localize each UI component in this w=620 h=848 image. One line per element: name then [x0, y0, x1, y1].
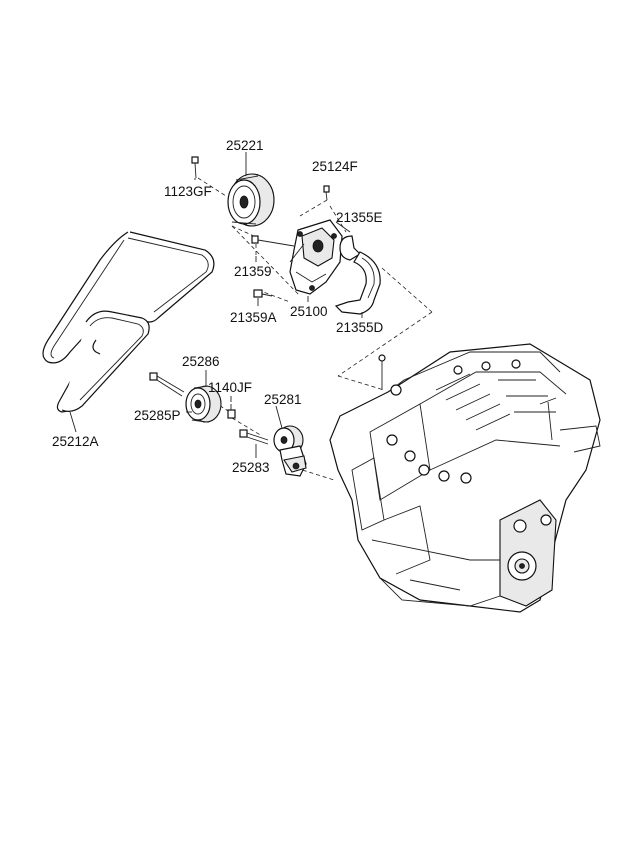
label-21355d: 21355D	[336, 320, 384, 335]
drive-belt-illustration	[42, 231, 215, 413]
engine-block-illustration	[329, 343, 601, 613]
gasket-21355d	[334, 251, 381, 315]
pulley-25221	[227, 173, 275, 227]
label-25281: 25281	[264, 392, 302, 407]
label-25286: 25286	[182, 354, 220, 369]
bolt-21359a	[253, 289, 273, 298]
bolt-1140jf	[227, 396, 236, 419]
label-25124f: 25124F	[312, 159, 358, 174]
water-pump-25100	[289, 219, 343, 295]
o-ring-21355e	[339, 235, 361, 261]
label-25212a: 25212A	[52, 434, 99, 449]
label-25221: 25221	[226, 138, 264, 153]
label-25100: 25100	[290, 304, 328, 319]
bolt-25124f	[299, 185, 330, 217]
label-1140jf: 1140JF	[208, 380, 252, 395]
tensioner-25281	[273, 425, 307, 477]
bolt-1123gf	[191, 156, 227, 197]
label-21359a: 21359A	[230, 310, 277, 325]
part-labels: 25221 1123GF 25124F 21355E 21359 25100 2…	[52, 138, 384, 475]
bolt-25283	[239, 429, 269, 445]
bolt-25285p	[149, 372, 185, 397]
bolt-21359	[251, 235, 295, 256]
label-21359: 21359	[234, 264, 272, 279]
label-21355e: 21355E	[336, 210, 383, 225]
label-1123gf: 1123GF	[164, 184, 212, 199]
label-25283: 25283	[232, 460, 270, 475]
label-25285p: 25285P	[134, 408, 181, 423]
label-leader-lines	[69, 152, 363, 458]
